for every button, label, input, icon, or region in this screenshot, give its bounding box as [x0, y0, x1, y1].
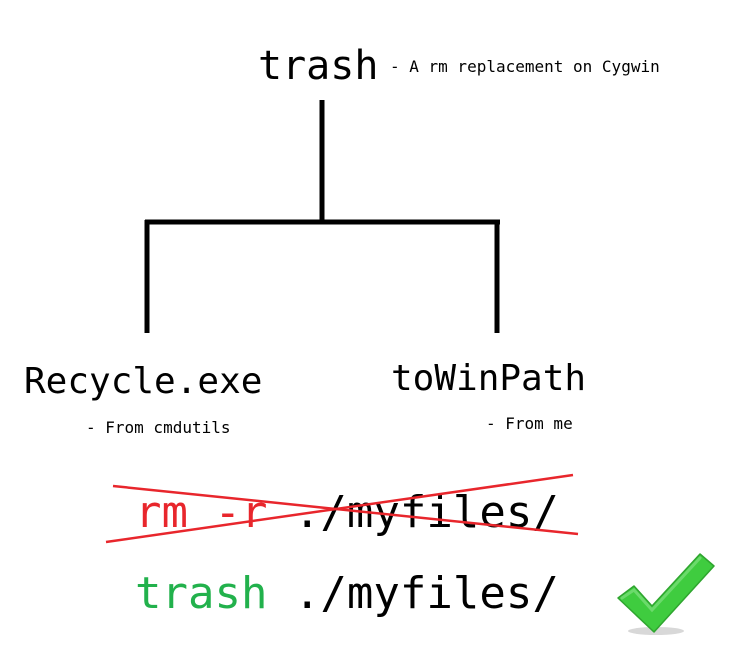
check-mark-icon	[617, 553, 715, 635]
new-command-path: ./myfiles/	[267, 568, 559, 619]
root-node-title: trash	[258, 43, 379, 89]
new-command: trash ./myfiles/	[135, 568, 559, 620]
child-node-description-recycle: - From cmdutils	[86, 418, 231, 437]
child-node-description-towinpath: - From me	[486, 414, 573, 433]
child-node-title-towinpath: toWinPath	[391, 358, 587, 399]
cross-out-line-a	[112, 484, 579, 536]
new-command-prefix: trash	[135, 568, 268, 619]
root-node-description: - A rm replacement on Cygwin	[390, 57, 660, 76]
old-command: rm -r ./myfiles/	[135, 487, 559, 539]
cross-out-line-b	[105, 473, 574, 544]
child-node-title-recycle: Recycle.exe	[24, 361, 263, 402]
